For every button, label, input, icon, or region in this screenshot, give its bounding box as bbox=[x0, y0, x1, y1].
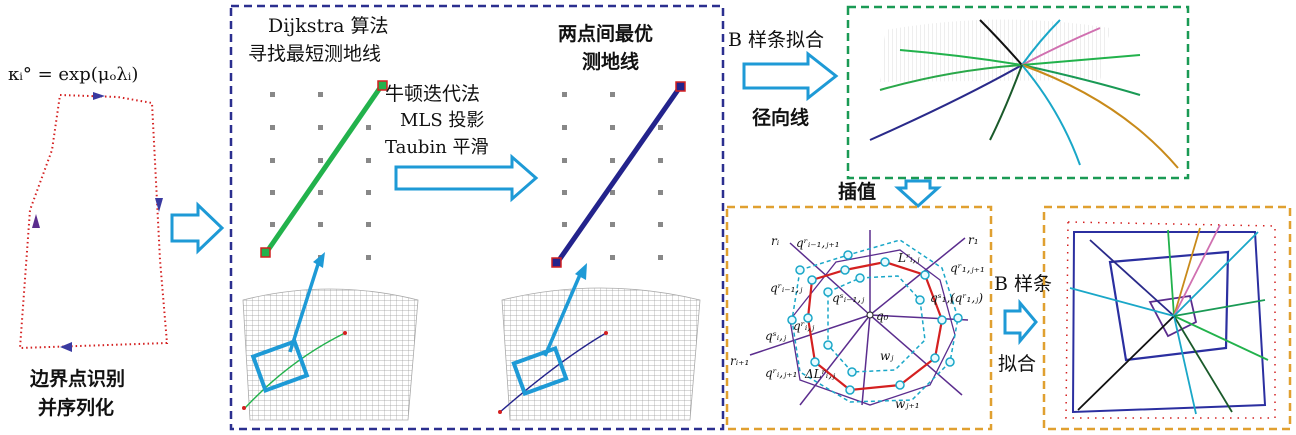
mesh-left bbox=[242, 252, 419, 421]
radial-frame bbox=[846, 5, 1190, 180]
final-fit-label-1: B 样条 bbox=[994, 273, 1052, 295]
stage1-label-2: 并序列化 bbox=[38, 396, 114, 419]
label-ri: rᵢ bbox=[771, 234, 780, 248]
interpolation-labels: rᵢ r₁ rᵢ₊₁ qʳᵢ₋₁,ⱼ₊₁ qʳᵢ₋₁,ⱼ qˢᵢ₋₁,ⱼ qʳᵢ… bbox=[730, 233, 985, 411]
method-1: 牛顿迭代法 bbox=[385, 83, 480, 105]
radial-line-label: 径向线 bbox=[752, 106, 809, 129]
shortest-path-green bbox=[263, 83, 385, 255]
result-title-1: 两点间最优 bbox=[558, 22, 653, 45]
bspline-fit-label: B 样条拟合 bbox=[728, 29, 824, 51]
result-title-2: 测地线 bbox=[582, 50, 639, 73]
interpolation-graph bbox=[749, 230, 969, 406]
process-arrow-2 bbox=[394, 153, 539, 203]
label-q0: q₀ bbox=[876, 309, 889, 323]
path-start-point bbox=[260, 247, 271, 258]
method-2: MLS 投影 bbox=[400, 110, 484, 131]
boundary-loop bbox=[18, 92, 169, 352]
process-arrow-1 bbox=[170, 201, 225, 255]
method-3: Taubin 平滑 bbox=[385, 137, 489, 158]
optimal-path-navy bbox=[554, 85, 683, 265]
interpolation-label: 插值 bbox=[838, 180, 876, 203]
label-wj: wⱼ bbox=[880, 349, 894, 363]
label-ri1: rᵢ₊₁ bbox=[730, 354, 749, 368]
optimal-end-point bbox=[675, 81, 686, 92]
final-fit-label-2: 拟合 bbox=[998, 353, 1036, 375]
process-arrow-3 bbox=[742, 50, 839, 102]
label-q-im1-j-r: qʳᵢ₋₁,ⱼ bbox=[770, 281, 803, 295]
mesh-right bbox=[498, 263, 701, 421]
radial-lines bbox=[869, 19, 1179, 169]
label-dL-ij: ΔLʳᵢ,ⱼ bbox=[804, 367, 836, 381]
label-wj1: wⱼ₊₁ bbox=[895, 397, 920, 411]
stage2-title-1: Dijkstra 算法 bbox=[268, 15, 389, 37]
final-surface bbox=[1065, 221, 1276, 419]
direction-arrow-top bbox=[93, 92, 105, 100]
direction-arrow-right bbox=[155, 198, 163, 212]
formula: κᵢ° = exp(μₒλᵢ) bbox=[8, 64, 138, 85]
label-q1-j-s: qˢ₁,ⱼ bbox=[930, 291, 954, 305]
interpolation-frame bbox=[725, 205, 993, 431]
label-q-ij-r: qʳᵢ,ⱼ bbox=[793, 319, 815, 333]
label-q-im1-jp1: qʳᵢ₋₁,ⱼ₊₁ bbox=[796, 236, 840, 250]
label-q-i-jp1: qʳᵢ,ⱼ₊₁ bbox=[765, 366, 797, 380]
label-q1-jp1: qʳ₁,ⱼ₊₁ bbox=[950, 261, 985, 275]
grid-points-right bbox=[562, 92, 663, 260]
direction-arrow-bottom bbox=[60, 342, 72, 352]
direction-arrow-left bbox=[32, 214, 40, 228]
stage1-label-1: 边界点识别 bbox=[29, 368, 125, 390]
grid-points-left bbox=[270, 92, 371, 260]
result-frame bbox=[1042, 205, 1292, 431]
label-q1-j-r: (qʳ₁,ⱼ) bbox=[950, 291, 983, 305]
process-arrow-4 bbox=[1003, 298, 1038, 346]
optimal-start-point bbox=[551, 257, 562, 268]
stage2-title-2: 寻找最短测地线 bbox=[248, 43, 381, 65]
label-r1: r₁ bbox=[968, 233, 979, 247]
process-arrow-down bbox=[894, 179, 942, 209]
label-q-im1-j-s: qˢᵢ₋₁,ⱼ bbox=[832, 291, 865, 305]
label-q-ij-s: qˢᵢ,ⱼ bbox=[765, 329, 787, 343]
geodesic-frame bbox=[229, 4, 725, 431]
label-L-ij: Lʳᵢ,ⱼ bbox=[897, 251, 920, 265]
path-end-point bbox=[377, 80, 388, 91]
